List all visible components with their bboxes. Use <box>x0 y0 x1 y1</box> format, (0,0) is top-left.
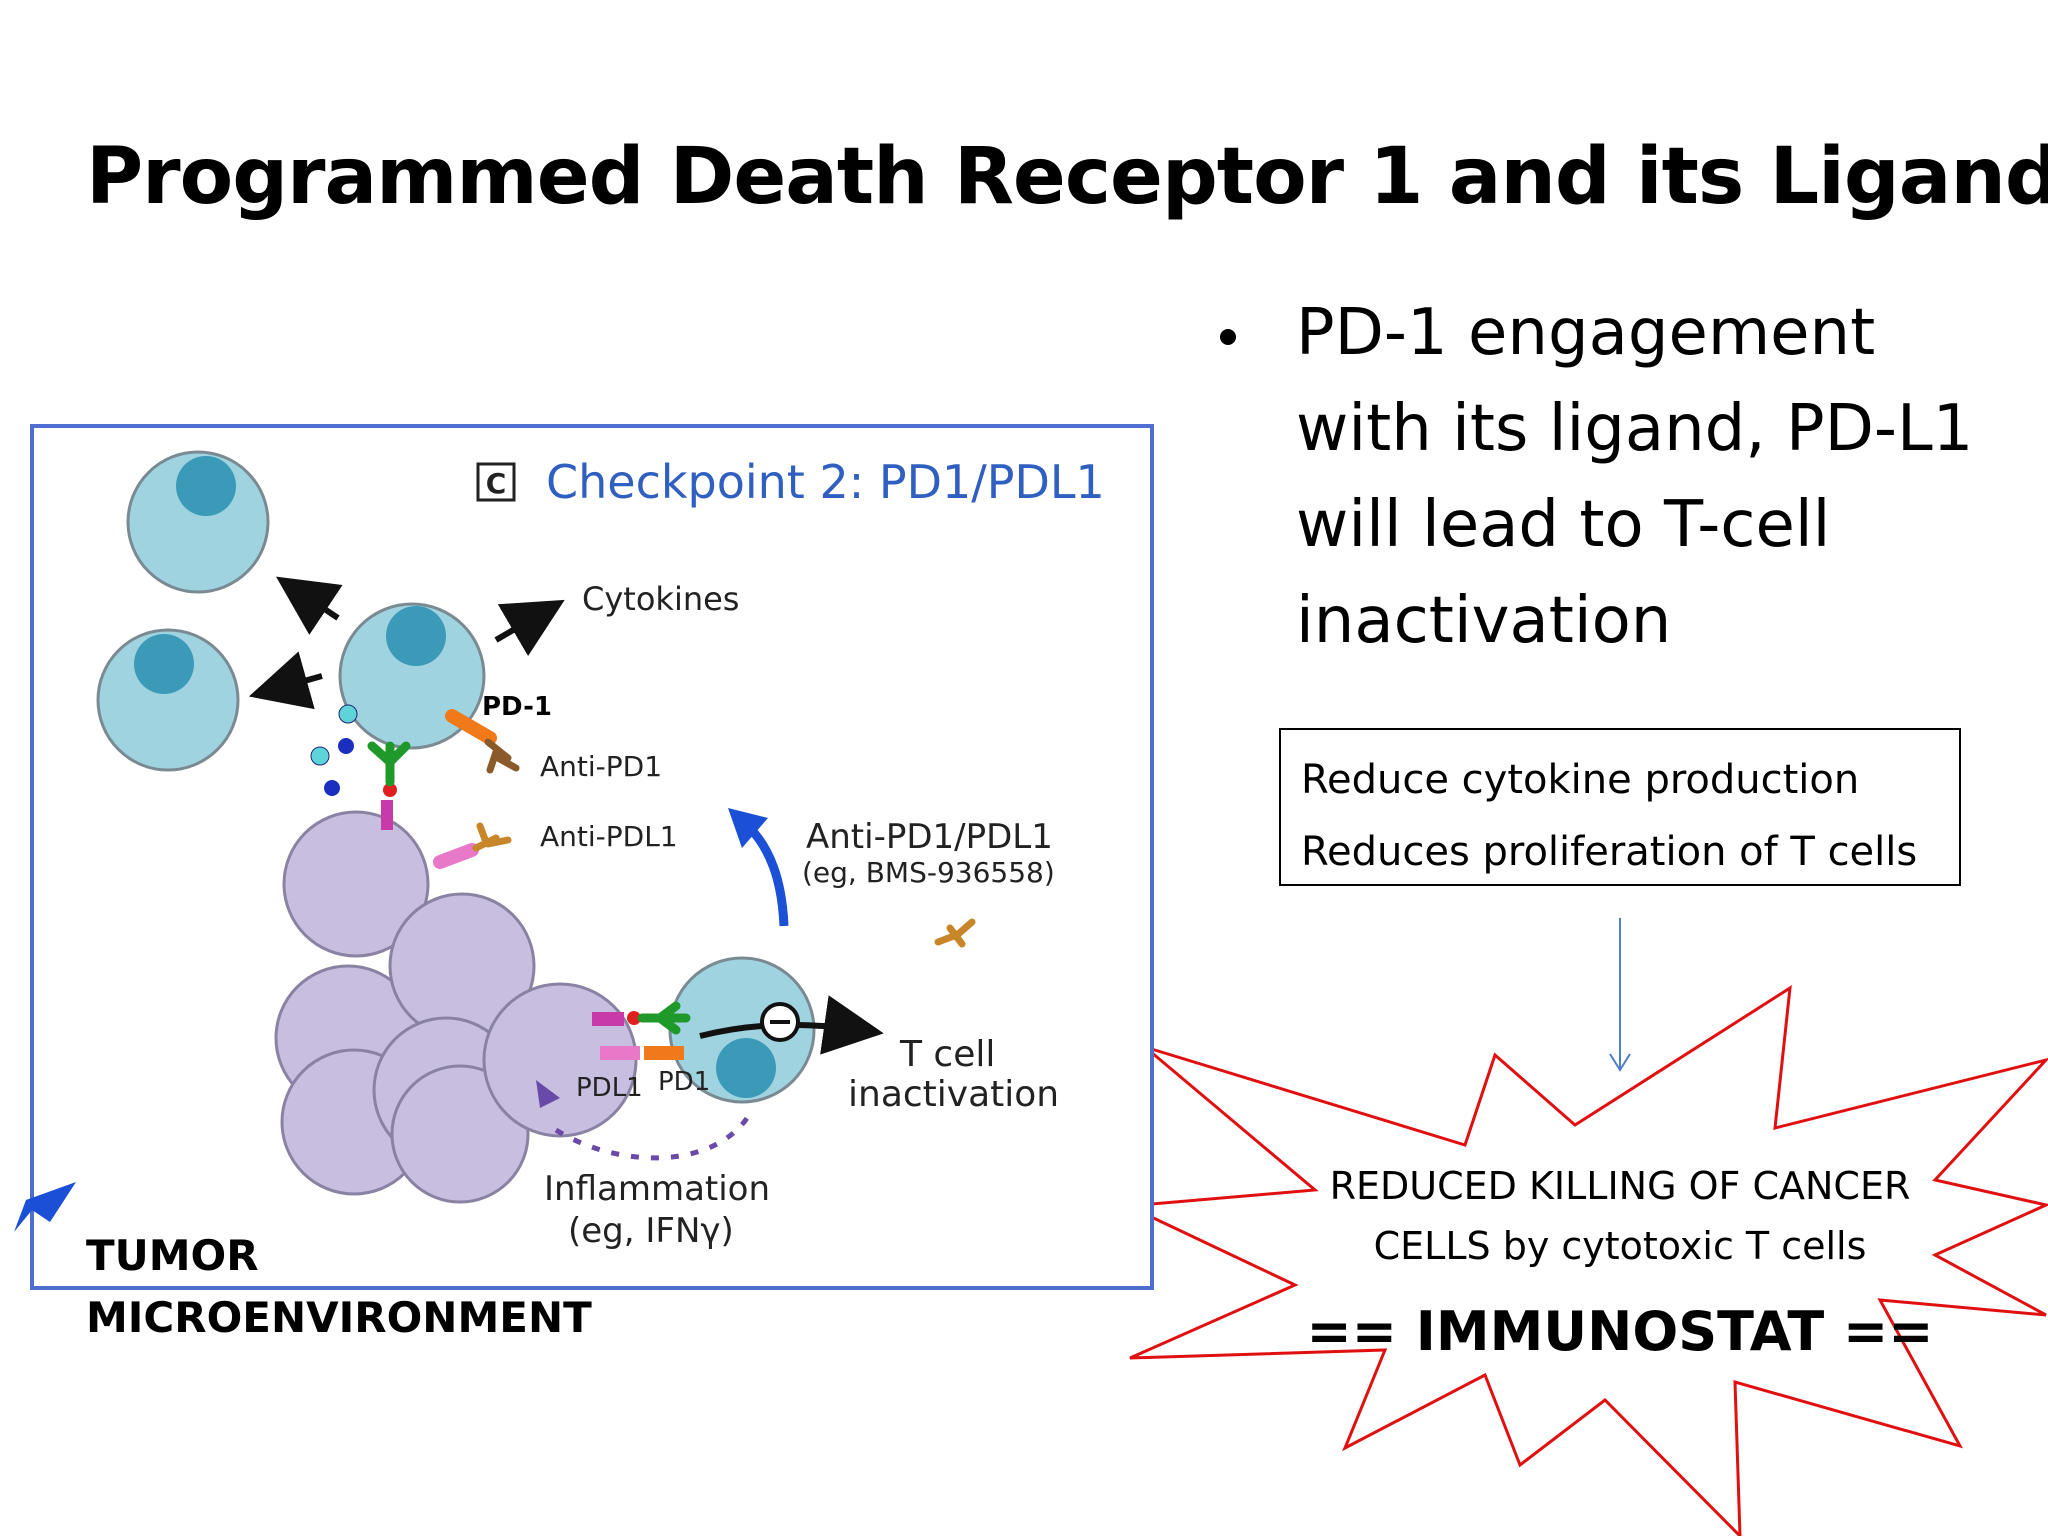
free-antibody-icon <box>934 918 976 948</box>
cytokine-dots <box>310 704 358 796</box>
anti-pd1-antibody-icon <box>484 738 520 774</box>
proliferation-arrow-icon <box>248 651 323 710</box>
pd1-label: PD-1 <box>482 692 552 722</box>
drug-label: Anti-PD1/PDL1 <box>806 817 1053 857</box>
cytokines-label: Cytokines <box>582 580 739 618</box>
bullet-text: PD-1 engagement with its ligand, PD-L1 w… <box>1296 296 1974 658</box>
proliferation-arrow-icon <box>276 576 343 635</box>
effect-item: Reduces proliferation of T cells <box>1301 829 1918 875</box>
immunostat-label: == IMMUNOSTAT == <box>1306 1300 1934 1363</box>
effect-item: Reduce cytokine production <box>1301 757 1860 803</box>
bullet-dot-icon <box>1220 329 1236 345</box>
tumor-label-line-1: TUMOR <box>86 1231 259 1280</box>
slide-title: Programmed Death Receptor 1 and its Liga… <box>86 132 2048 222</box>
blockade-arrow-head-icon <box>728 808 768 848</box>
down-arrow-icon <box>1609 918 1631 1072</box>
panel-title: Checkpoint 2: PD1/PDL1 <box>546 455 1105 509</box>
tcell-inactivation-label: inactivation <box>848 1074 1059 1115</box>
inflammation-label: Inflammation <box>544 1169 770 1209</box>
tumor-microenvironment-label: TUMOR MICROENVIRONMENT <box>86 1225 592 1349</box>
pointer-arrow-icon <box>14 1182 76 1232</box>
tcell-label: T cell <box>899 1034 995 1075</box>
cytokine-arrow-icon <box>494 599 565 657</box>
tumor-label-line-2: MICROENVIRONMENT <box>86 1293 592 1342</box>
panel-letter-box <box>476 462 516 502</box>
inflammation-arrow-icon <box>536 1080 560 1108</box>
effects-box: Reduce cytokine production Reduces proli… <box>1279 728 1961 886</box>
receptor-complex-upper <box>367 741 411 830</box>
receptor-complex-lower <box>592 1001 691 1060</box>
t-cell <box>96 628 240 772</box>
anti-pdl1-antibody-icon <box>472 822 512 852</box>
outcome-text: REDUCED KILLING OF CANCER CELLS by cytot… <box>1270 1156 1970 1276</box>
pdl1-small-label: PDL1 <box>576 1073 643 1103</box>
anti-pdl1-label: Anti-PDL1 <box>540 820 678 853</box>
drug-example-label: (eg, BMS-936558) <box>802 856 1055 889</box>
anti-pd1-label: Anti-PD1 <box>540 750 662 783</box>
tumor-cell-cluster <box>274 810 638 1204</box>
outcome-line-1: REDUCED KILLING OF CANCER <box>1329 1164 1911 1208</box>
outcome-line-2: CELLS by cytotoxic T cells <box>1373 1224 1867 1268</box>
t-cell <box>126 450 270 594</box>
inflammation-example-label: (eg, IFNγ) <box>568 1211 734 1251</box>
pd1-receptor <box>445 709 497 745</box>
pd1-small-label: PD1 <box>658 1067 710 1097</box>
panel-letter: C <box>486 467 507 500</box>
pd1-pathway-diagram: C Checkpoint 2: PD1/PDL1 Cytokines PD-1 <box>14 424 1154 1290</box>
pdl1-ligand <box>433 843 479 869</box>
